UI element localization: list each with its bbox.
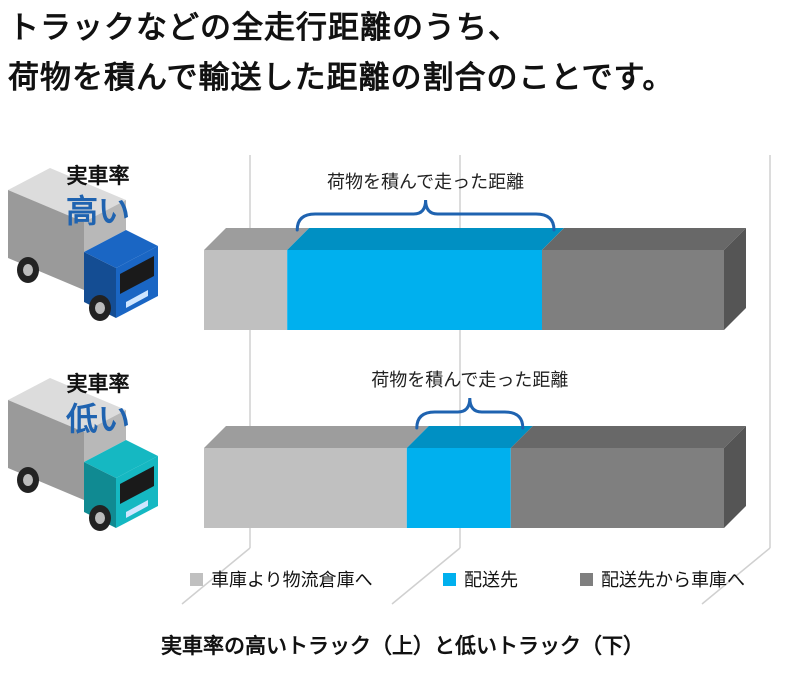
brace-0 [295, 199, 556, 232]
bar-segment-1-0 [204, 448, 407, 528]
truck-1-box-top [8, 378, 126, 432]
brace-1 [415, 397, 525, 430]
truck-0-grille [126, 290, 148, 308]
legend-label-delivery: 配送先 [464, 570, 518, 591]
legend-swatch-return [580, 572, 593, 586]
truck-bottom-level: 低い [65, 400, 130, 438]
legend-item-warehouse: 車庫より物流倉庫へ [190, 566, 373, 592]
truck-top-label: 実車率 高い [48, 160, 148, 232]
truck-top-label-text: 実車率 [66, 164, 130, 188]
bar-segment-0-2 [542, 250, 724, 330]
bar-top-1-2 [510, 426, 746, 448]
legend-item-delivery: 配送先 [443, 566, 518, 592]
truck-bottom-label: 実車率 低い [48, 368, 148, 440]
legend-swatch-delivery [443, 572, 456, 586]
annotation-0: 荷物を積んで走った距離 [327, 172, 524, 193]
truck-1-grille [126, 500, 148, 518]
chart-caption: 実車率の高いトラック（上）と低いトラック（下） [161, 634, 644, 658]
heading-line-2: 荷物を積んで輸送した距離の割合のことです。 [8, 60, 675, 96]
bar-top-1-1 [406, 426, 533, 448]
legend-label-return: 配送先から車庫へ [601, 570, 745, 591]
legend-item-return: 配送先から車庫へ [580, 566, 745, 592]
legend-swatch-warehouse [190, 572, 203, 586]
truck-0-cab-top [84, 230, 158, 268]
bar-top-0-0 [204, 228, 310, 250]
bar-side-1 [724, 426, 746, 528]
truck-0-box-front [84, 200, 126, 252]
gridline-foot-1 [391, 547, 461, 605]
bar-segment-1-2 [510, 448, 724, 528]
gridline-foot-2 [701, 547, 771, 605]
annotation-1: 荷物を積んで走った距離 [371, 370, 568, 391]
bar-top-0-2 [542, 228, 746, 250]
truck-0-windshield [120, 256, 154, 294]
gridline-foot-0 [181, 547, 251, 605]
truck-1-windshield [120, 466, 154, 504]
truck-1-box-front [84, 410, 126, 462]
truck-0-box-top [8, 168, 126, 222]
truck-1-hub-1 [95, 512, 105, 524]
bar-top-1-0 [204, 426, 429, 448]
bar-segment-0-0 [204, 250, 288, 330]
bar-segment-1-1 [406, 448, 511, 528]
truck-1-cab-top [84, 440, 158, 478]
truck-bottom-label-text: 実車率 [66, 372, 130, 396]
truck-0-hub-0 [23, 264, 33, 276]
truck-1-hub-0 [23, 474, 33, 486]
heading-line-1: トラックなどの全走行距離のうち、 [8, 10, 520, 46]
truck-top-level: 高い [65, 192, 130, 230]
bar-side-0 [724, 228, 746, 330]
legend-label-warehouse: 車庫より物流倉庫へ [211, 570, 373, 591]
bar-top-0-1 [287, 228, 564, 250]
bar-segment-0-1 [287, 250, 542, 330]
truck-0-hub-1 [95, 302, 105, 314]
